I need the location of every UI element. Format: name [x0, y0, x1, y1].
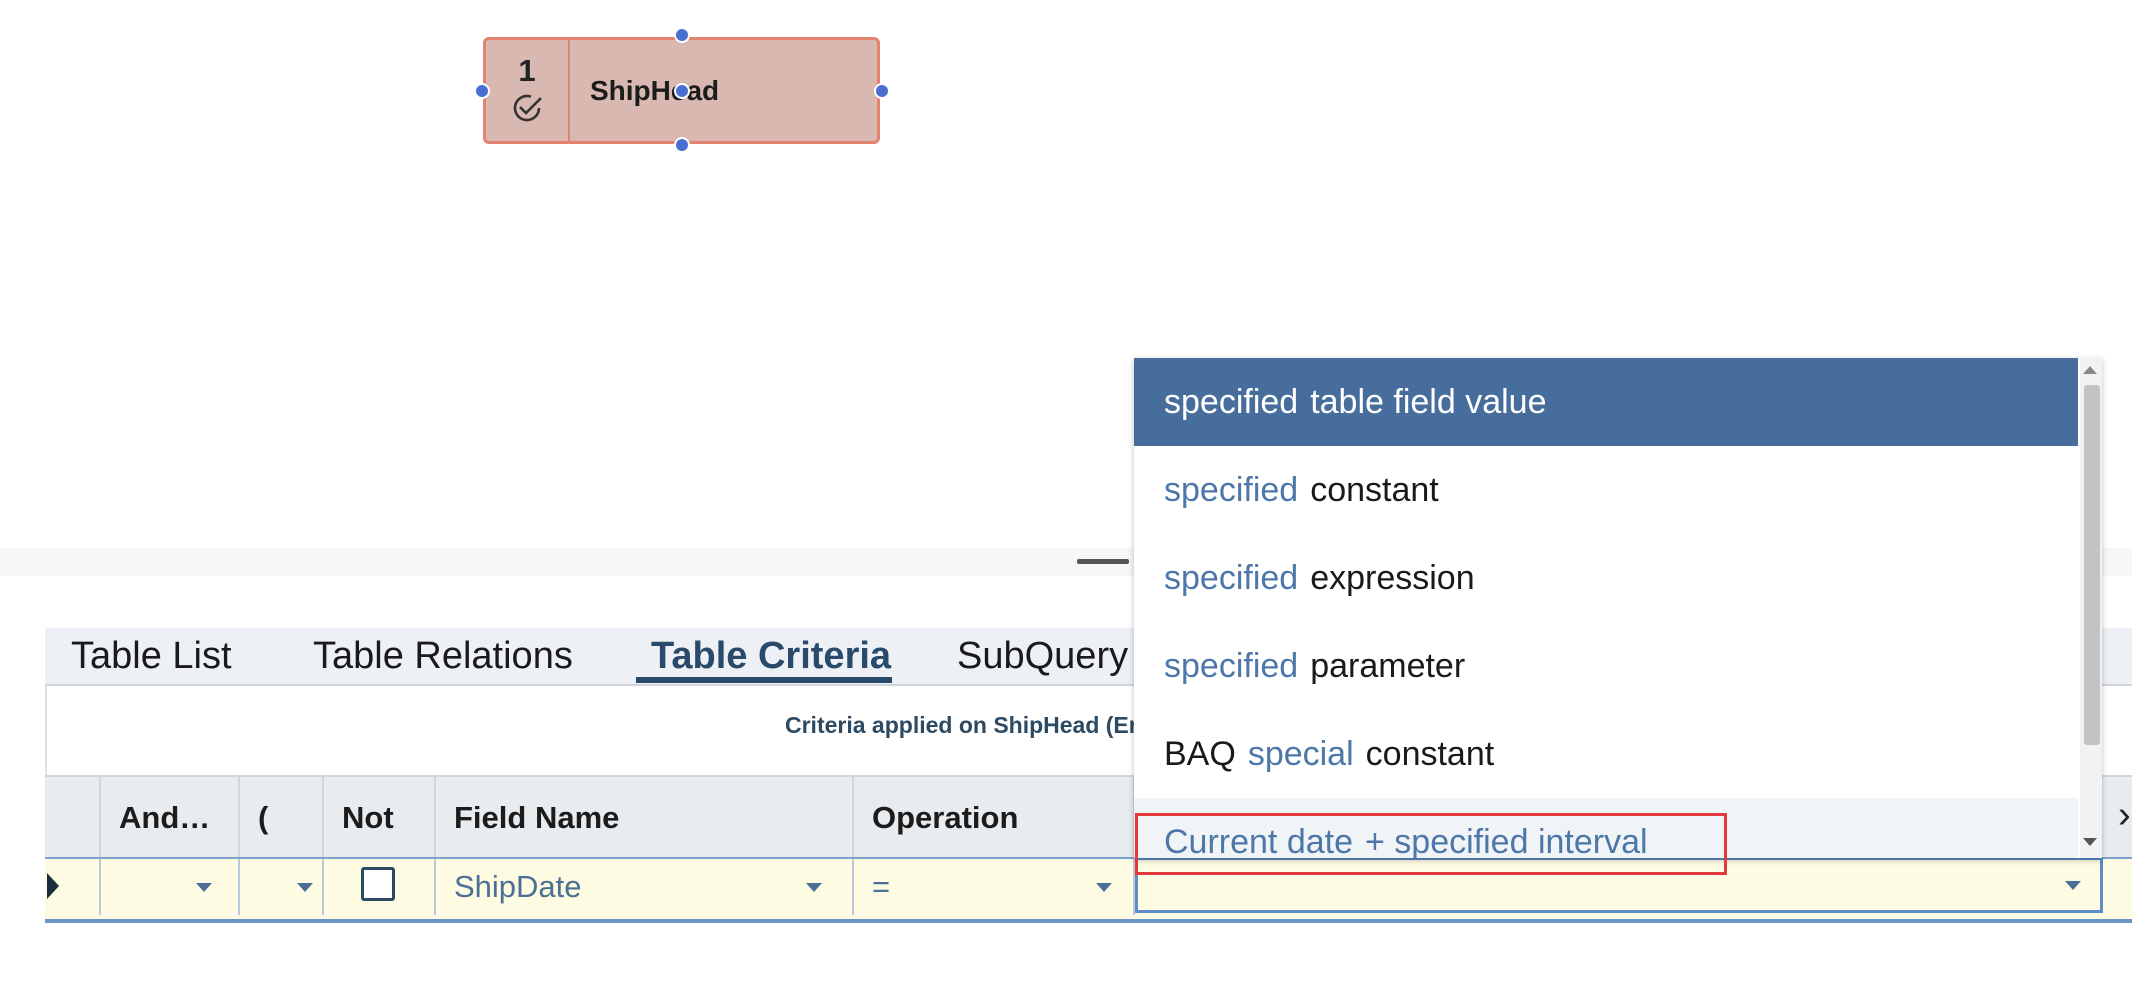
active-tab-indicator — [636, 677, 892, 683]
chevron-down-icon[interactable] — [2065, 881, 2081, 890]
field-name-cell[interactable]: ShipDate — [436, 859, 854, 915]
criteria-caption: Criteria applied on ShipHead (Erp. — [785, 712, 1159, 738]
option-text: + specified interval — [1365, 823, 1648, 858]
column-header-paren[interactable]: ( — [240, 777, 324, 859]
operation-cell[interactable]: = — [854, 859, 1135, 915]
resize-handle-center[interactable] — [674, 83, 690, 99]
row-selector-header — [45, 777, 101, 859]
paren-cell[interactable] — [240, 859, 324, 915]
current-row-arrow-icon — [47, 873, 59, 899]
dropdown-scroll-thumb[interactable] — [2084, 385, 2100, 745]
column-header-and-or[interactable]: And… — [101, 777, 240, 859]
node-title: ShipHead — [590, 74, 720, 106]
check-circle-icon — [513, 94, 542, 122]
chevron-down-icon[interactable] — [1096, 883, 1112, 892]
option-text: constant — [1365, 735, 1495, 773]
option-current-date-interval[interactable]: Current date + specified interval — [1134, 798, 2078, 858]
chevron-down-icon[interactable] — [196, 883, 212, 892]
option-keyword: Current date — [1164, 823, 1353, 858]
resize-handle-right[interactable] — [874, 83, 890, 99]
option-text: expression — [1310, 559, 1475, 597]
option-expression[interactable]: specified expression — [1134, 534, 2078, 622]
resize-handle-bottom[interactable] — [674, 137, 690, 153]
option-constant[interactable]: specified constant — [1134, 446, 2078, 534]
value-type-dropdown: specified table field value specified cons… — [1134, 358, 2102, 858]
field-name-value: ShipDate — [454, 869, 582, 904]
option-baq-special-constant[interactable]: BAQ special constant — [1134, 710, 2078, 798]
operation-value: = — [872, 869, 891, 904]
table-node-shiphead[interactable]: 1 ShipHead — [483, 37, 880, 144]
option-keyword: specified — [1164, 559, 1299, 597]
column-header-not[interactable]: Not — [324, 777, 436, 859]
node-index-cell: 1 — [486, 40, 570, 141]
tab-table-list[interactable]: Table List — [71, 635, 232, 677]
resize-handle-left[interactable] — [474, 83, 490, 99]
grid-overflow-glyph: › — [2118, 794, 2131, 836]
scroll-up-arrow-icon[interactable] — [2083, 366, 2097, 374]
option-keyword: specified — [1164, 383, 1299, 421]
option-text: constant — [1310, 471, 1439, 509]
not-cell[interactable] — [324, 859, 436, 915]
option-text: parameter — [1310, 647, 1466, 685]
tab-table-criteria[interactable]: Table Criteria — [651, 635, 892, 677]
and-or-cell[interactable] — [101, 859, 240, 915]
option-parameter[interactable]: specified parameter — [1134, 622, 2078, 710]
node-number: 1 — [518, 53, 536, 88]
tab-subquery[interactable]: SubQuery — [957, 635, 1129, 677]
option-keyword: specified — [1164, 647, 1299, 685]
option-keyword: specified — [1164, 471, 1299, 509]
chevron-down-icon[interactable] — [297, 883, 313, 892]
annotation-highlight-box — [1135, 813, 1727, 875]
chevron-down-icon[interactable] — [806, 883, 822, 892]
option-table-field-value[interactable]: specified table field value — [1134, 358, 2078, 446]
option-prefix: BAQ — [1164, 735, 1236, 773]
not-checkbox[interactable] — [361, 867, 395, 901]
scroll-down-arrow-icon[interactable] — [2083, 838, 2097, 846]
option-text: table field value — [1310, 383, 1547, 421]
tab-table-relations[interactable]: Table Relations — [313, 635, 573, 677]
value-combobox[interactable] — [1135, 857, 2103, 913]
row-selector[interactable] — [45, 859, 101, 915]
splitter-grip[interactable] — [1077, 559, 1129, 564]
resize-handle-top[interactable] — [674, 27, 690, 43]
option-keyword: special — [1247, 735, 1354, 773]
column-header-field-name[interactable]: Field Name — [436, 777, 854, 859]
column-header-operation[interactable]: Operation — [854, 777, 1135, 859]
